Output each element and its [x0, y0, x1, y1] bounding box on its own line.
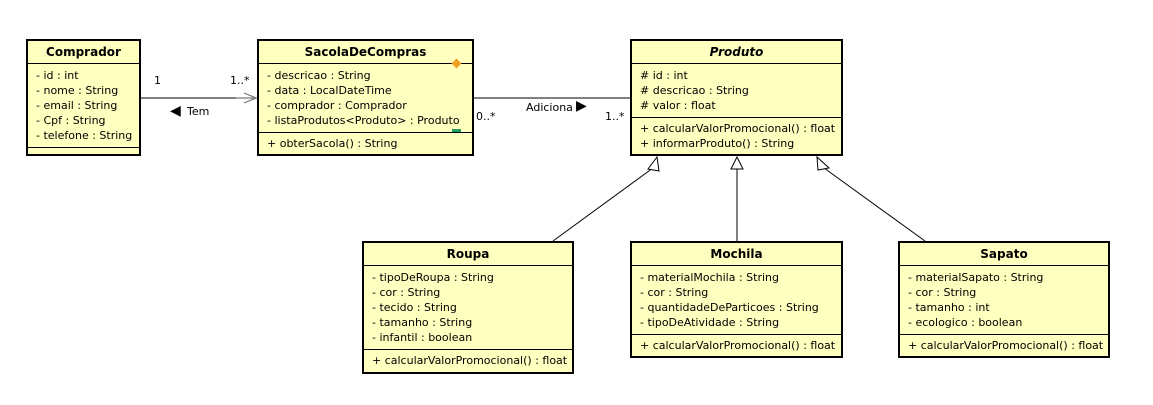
- attribute-list: - materialMochila : String - cor : Strin…: [632, 266, 841, 335]
- class-sapato[interactable]: Sapato - materialSapato : String - cor :…: [898, 241, 1110, 358]
- generalization-roupa-line[interactable]: [552, 155, 660, 242]
- generalization-mochila-line[interactable]: [730, 155, 744, 241]
- association-tem-line[interactable]: [140, 92, 258, 104]
- attribute-item: - id : int: [36, 69, 79, 82]
- attribute-item: # valor : float: [640, 99, 716, 112]
- class-title: Sapato: [900, 243, 1108, 266]
- class-mochila[interactable]: Mochila - materialMochila : String - cor…: [630, 241, 843, 358]
- attribute-item: - tipoDeAtividade : String: [640, 316, 780, 329]
- operation-item: + obterSacola() : String: [267, 137, 398, 150]
- attribute-item: - cor : String: [372, 286, 441, 299]
- operation-item: + calcularValorPromocional() : float: [640, 122, 836, 135]
- tem-source-multiplicity: 1: [154, 74, 161, 87]
- attribute-item: - materialSapato : String: [908, 271, 1044, 284]
- adiciona-association-label: Adiciona: [526, 101, 573, 114]
- class-roupa[interactable]: Roupa - tipoDeRoupa : String - cor : Str…: [362, 241, 574, 374]
- attribute-item: - tamanho : String: [372, 316, 473, 329]
- attribute-item: - descricao : String: [267, 69, 371, 82]
- attribute-item: # id : int: [640, 69, 688, 82]
- attribute-item: - quantidadeDeParticoes : String: [640, 301, 819, 314]
- generalization-sapato-line[interactable]: [816, 155, 926, 242]
- operation-item: + informarProduto() : String: [640, 137, 795, 150]
- tem-direction-arrow-icon: ◀: [170, 103, 181, 119]
- attribute-list: - materialSapato : String - cor : String…: [900, 266, 1108, 335]
- operation-item: + calcularValorPromocional() : float: [372, 354, 568, 367]
- class-sacoladecompras[interactable]: SacolaDeCompras - descricao : String - d…: [257, 39, 474, 156]
- operation-list: + obterSacola() : String: [259, 133, 472, 154]
- tem-association-label: Tem: [187, 105, 210, 118]
- attribute-item: - tamanho : int: [908, 301, 990, 314]
- attribute-list: - descricao : String - data : LocalDateT…: [259, 64, 472, 133]
- attribute-list: - id : int - nome : String - email : Str…: [28, 64, 139, 148]
- attribute-item: - cor : String: [640, 286, 709, 299]
- class-title: Roupa: [364, 243, 572, 266]
- class-produto[interactable]: Produto # id : int # descricao : String …: [630, 39, 843, 156]
- adiciona-target-multiplicity: 1..*: [605, 110, 625, 123]
- attribute-item: - telefone : String: [36, 129, 133, 142]
- attribute-item: - cor : String: [908, 286, 977, 299]
- class-title: SacolaDeCompras: [259, 41, 472, 64]
- attribute-item: - infantil : boolean: [372, 331, 473, 344]
- attribute-list: # id : int # descricao : String # valor …: [632, 64, 841, 118]
- adiciona-direction-arrow-icon: ▶: [576, 98, 587, 114]
- operation-list: + calcularValorPromocional() : float + i…: [632, 118, 841, 154]
- attribute-item: - nome : String: [36, 84, 119, 97]
- class-title: Produto: [632, 41, 841, 64]
- attribute-item: - comprador : Comprador: [267, 99, 407, 112]
- attribute-item: - tecido : String: [372, 301, 457, 314]
- operation-list: [28, 148, 139, 154]
- class-title: Comprador: [28, 41, 139, 64]
- class-comprador[interactable]: Comprador - id : int - nome : String - e…: [26, 39, 141, 156]
- attribute-item: - tipoDeRoupa : String: [372, 271, 494, 284]
- attribute-list: - tipoDeRoupa : String - cor : String - …: [364, 266, 572, 350]
- operation-list: + calcularValorPromocional() : float: [900, 335, 1108, 356]
- class-title: Mochila: [632, 243, 841, 266]
- attribute-item: - email : String: [36, 99, 118, 112]
- attribute-item: - data : LocalDateTime: [267, 84, 392, 97]
- operation-item: + calcularValorPromocional() : float: [908, 339, 1104, 352]
- attribute-item: - Cpf : String: [36, 114, 106, 127]
- adiciona-source-multiplicity: 0..*: [476, 110, 496, 123]
- attribute-item: # descricao : String: [640, 84, 749, 97]
- operation-list: + calcularValorPromocional() : float: [364, 350, 572, 371]
- tem-target-multiplicity: 1..*: [230, 74, 250, 87]
- attribute-item: - listaProdutos<Produto> : Produto: [267, 114, 460, 127]
- attribute-item: - ecologico : boolean: [908, 316, 1023, 329]
- operation-list: + calcularValorPromocional() : float: [632, 335, 841, 356]
- attribute-item: - materialMochila : String: [640, 271, 779, 284]
- operation-item: + calcularValorPromocional() : float: [640, 339, 836, 352]
- anchor-marker-icon: [452, 129, 461, 132]
